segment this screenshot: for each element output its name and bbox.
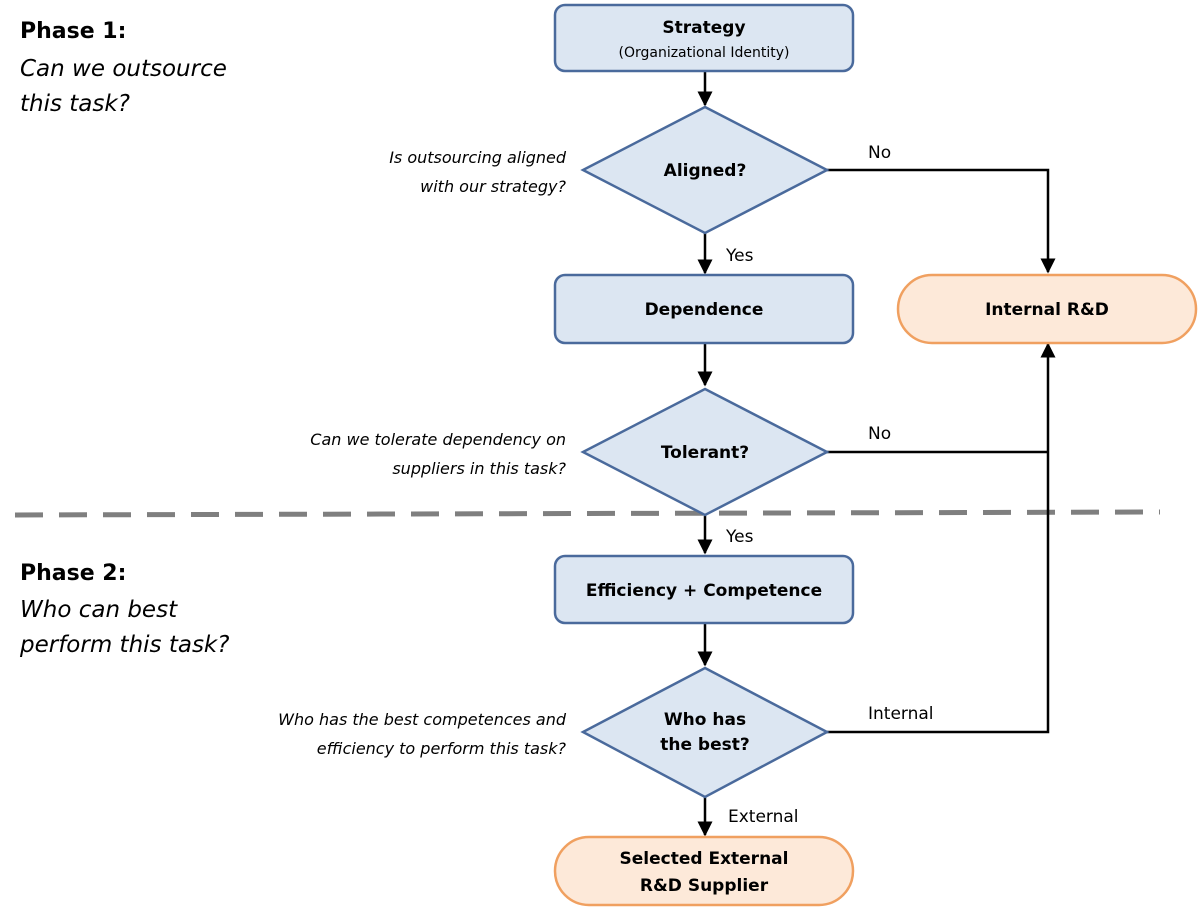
tolerant-no-label: No: [868, 424, 891, 444]
efficiency-node: Efficiency + Competence: [553, 554, 855, 625]
aligned-question-line2: with our strategy?: [420, 177, 566, 196]
phase2-title: Phase 2:: [20, 561, 126, 586]
tolerant-yes-label: Yes: [725, 527, 754, 547]
edge-aligned-internal: [827, 168, 1056, 274]
aligned-question-line1: Is outsourcing aligned: [389, 148, 567, 167]
aligned-decision: Aligned?: [580, 105, 830, 235]
strategy-node: Strategy (Organizational Identity): [553, 3, 855, 73]
external-supplier-label-line2: R&D Supplier: [640, 876, 769, 896]
who-best-decision: Who has the best?: [580, 666, 830, 799]
edge-whobest-internal: [827, 342, 1056, 734]
phase1-subtitle-line1: Can we outsource: [20, 56, 227, 82]
phase1-subtitle-line2: this task?: [20, 91, 130, 117]
who-best-label-line1: Who has: [664, 710, 746, 730]
tolerant-question-line2: suppliers in this task?: [392, 459, 566, 478]
phase2-subtitle-line2: perform this task?: [19, 632, 229, 658]
external-supplier-node: Selected External R&D Supplier: [553, 835, 855, 907]
who-internal-label: Internal: [868, 704, 934, 724]
strategy-sublabel: (Organizational Identity): [618, 45, 789, 61]
efficiency-label: Efficiency + Competence: [586, 581, 822, 601]
dependence-label: Dependence: [645, 300, 764, 320]
tolerant-decision: Tolerant?: [580, 387, 830, 517]
external-supplier-label-line1: Selected External: [620, 849, 789, 869]
aligned-label: Aligned?: [664, 161, 747, 181]
phase-divider: [14, 509, 1161, 518]
dependence-node: Dependence: [553, 273, 855, 345]
aligned-yes-label: Yes: [725, 246, 754, 266]
phase2-subtitle-line1: Who can best: [20, 597, 178, 623]
who-external-label: External: [728, 807, 799, 827]
who-best-label-line2: the best?: [660, 735, 749, 755]
internal-rd-node: Internal R&D: [896, 273, 1198, 345]
aligned-no-label: No: [868, 143, 891, 163]
internal-rd-label: Internal R&D: [985, 300, 1109, 320]
who-best-question-line1: Who has the best competences and: [278, 710, 567, 729]
phase1-title: Phase 1:: [20, 19, 126, 44]
tolerant-question-line1: Can we tolerate dependency on: [310, 430, 566, 449]
tolerant-label: Tolerant?: [661, 443, 749, 463]
strategy-label: Strategy: [662, 18, 745, 38]
who-best-question-line2: efficiency to perform this task?: [317, 739, 567, 758]
